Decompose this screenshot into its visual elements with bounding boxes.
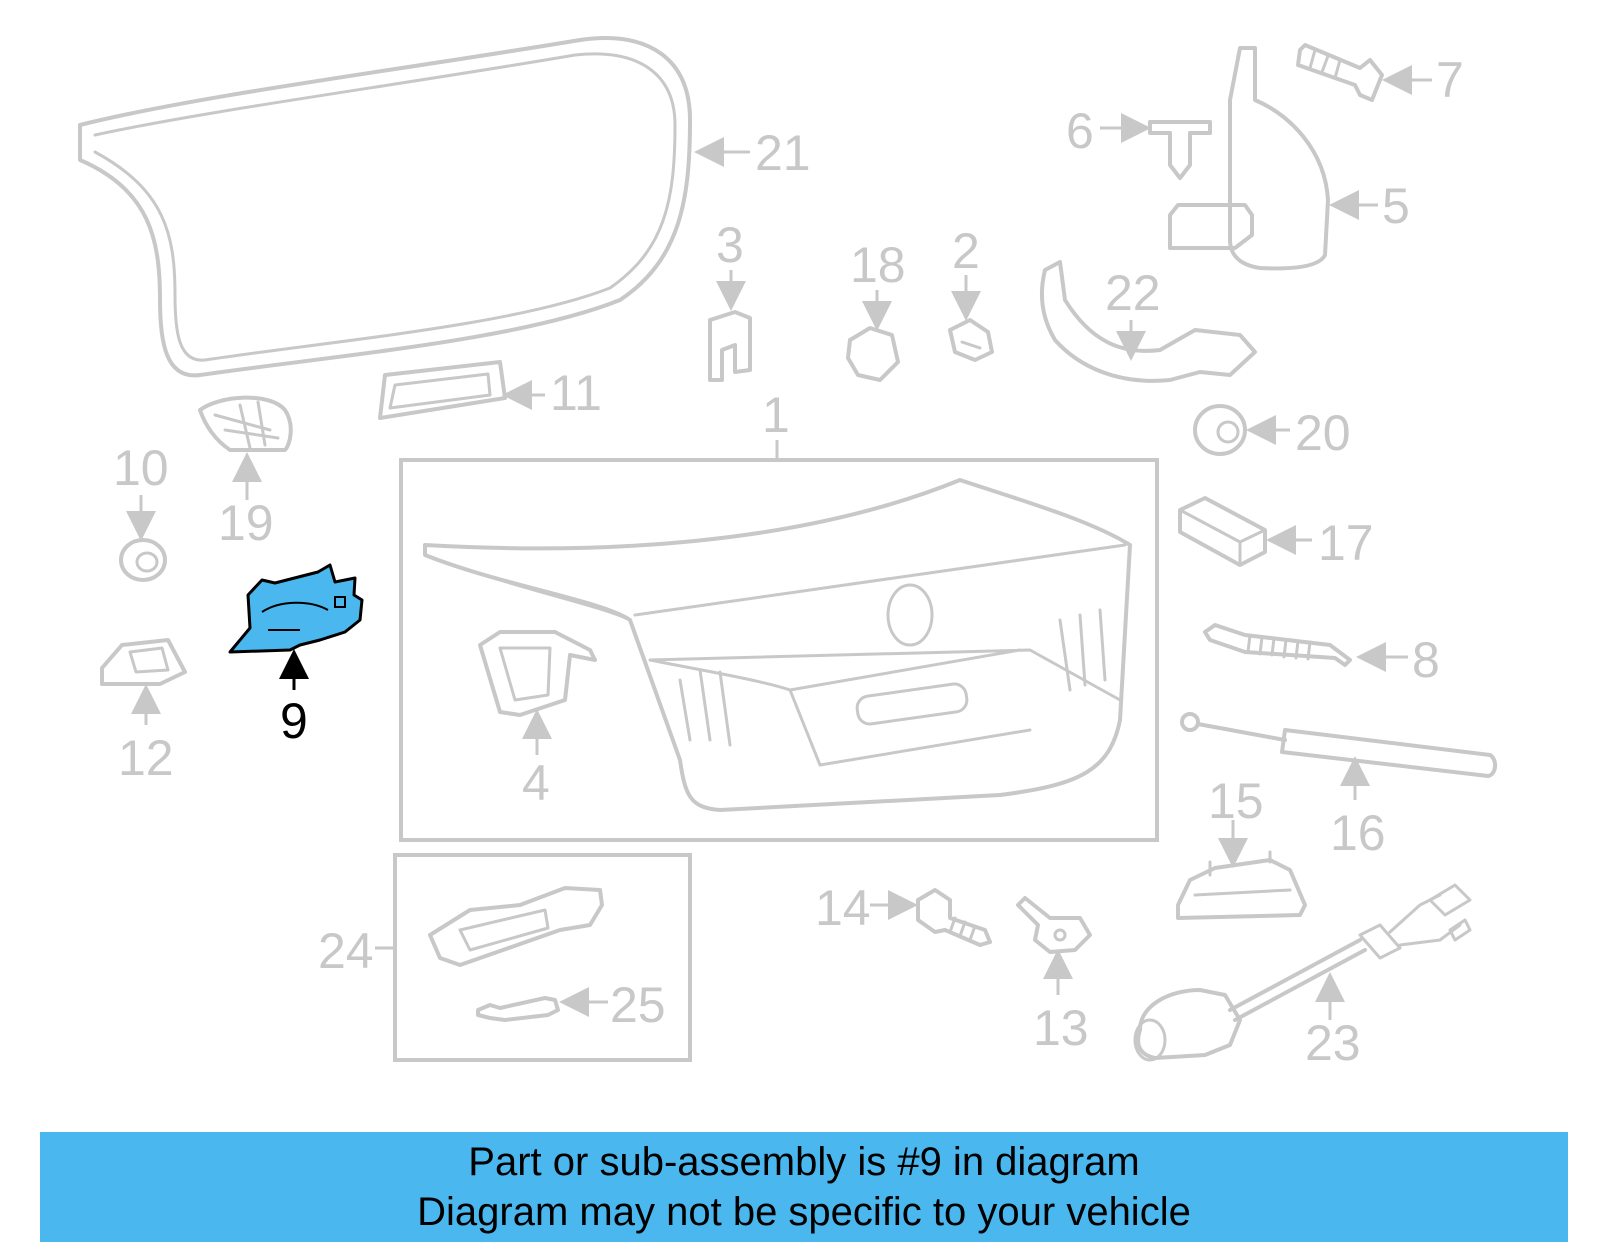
hinge-5: 5 xyxy=(1168,46,1410,271)
pad-17: 17 xyxy=(1178,496,1374,571)
banner-line-1: Part or sub-assembly is #9 in diagram xyxy=(468,1140,1140,1184)
callout-1: 1 xyxy=(762,387,790,443)
trim-plate-11: 11 xyxy=(378,360,602,421)
gas-strut-16: 16 xyxy=(1180,712,1497,861)
callout-2: 2 xyxy=(952,223,980,279)
callout-5: 5 xyxy=(1382,178,1410,234)
callout-20: 20 xyxy=(1295,405,1351,461)
callout-24: 24 xyxy=(318,923,374,979)
hinge-arm-22: 22 xyxy=(1040,260,1257,383)
grommet-20: 20 xyxy=(1193,404,1351,461)
callout-21: 21 xyxy=(755,125,811,181)
callout-6: 6 xyxy=(1066,103,1094,159)
callout-17: 17 xyxy=(1318,515,1374,571)
camera-23: 23 xyxy=(1133,883,1472,1071)
callout-15: 15 xyxy=(1208,773,1264,829)
plug-2: 2 xyxy=(948,223,994,362)
info-banner: Part or sub-assembly is #9 in diagram Di… xyxy=(40,1132,1568,1242)
callout-12: 12 xyxy=(118,730,174,786)
callout-14: 14 xyxy=(815,880,871,936)
callout-22: 22 xyxy=(1105,265,1161,321)
clip-3: 3 xyxy=(708,217,752,382)
spring-8: 8 xyxy=(1203,623,1440,688)
push-clip-6: 6 xyxy=(1066,103,1212,180)
callout-16: 16 xyxy=(1330,805,1386,861)
bolt-14: 14 xyxy=(815,880,992,947)
callout-4: 4 xyxy=(522,755,550,811)
nut-18: 18 xyxy=(846,237,906,382)
callout-11: 11 xyxy=(550,365,602,421)
bolt-7: 7 xyxy=(1296,43,1464,108)
callout-18: 18 xyxy=(850,237,906,293)
callout-8: 8 xyxy=(1412,632,1440,688)
highlighted-bracket-9: 9 xyxy=(228,563,364,749)
bracket-12: 12 xyxy=(100,638,187,786)
grommet-10: 10 xyxy=(113,440,169,582)
bracket-13: 13 xyxy=(1016,896,1092,1056)
weatherstrip-21: 21 xyxy=(78,36,811,378)
bulb-25: 25 xyxy=(476,977,666,1033)
banner-line-2: Diagram may not be specific to your vehi… xyxy=(417,1190,1191,1234)
callout-9: 9 xyxy=(280,693,308,749)
callout-10: 10 xyxy=(113,440,169,496)
license-lamp-24: 24 xyxy=(318,853,692,1062)
bumper-19: 19 xyxy=(198,395,293,551)
callout-3: 3 xyxy=(716,217,744,273)
callout-7: 7 xyxy=(1436,52,1464,108)
lamp-15: 15 xyxy=(1176,773,1307,920)
callout-25: 25 xyxy=(610,977,666,1033)
callout-19: 19 xyxy=(218,495,274,551)
callout-13: 13 xyxy=(1033,1000,1089,1056)
trunk-lid-1: 1 4 xyxy=(399,387,1159,842)
callout-23: 23 xyxy=(1305,1015,1361,1071)
